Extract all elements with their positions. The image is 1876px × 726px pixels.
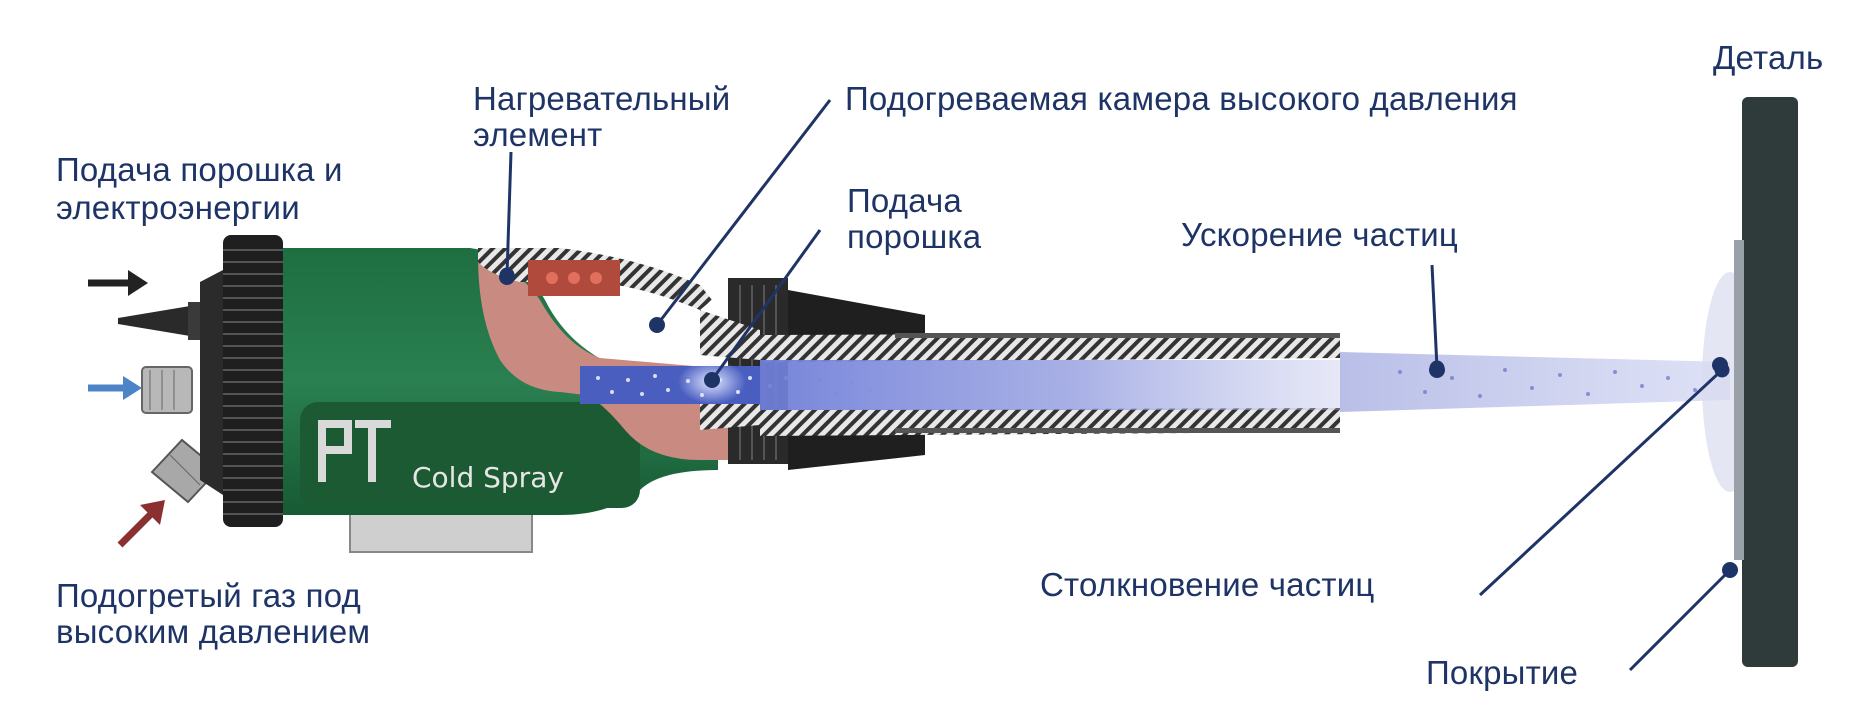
- gas-input-arrow: [117, 500, 165, 548]
- label-powder-feed-line1: Подача: [847, 182, 962, 219]
- power-input-arrow: [88, 270, 148, 296]
- workpiece: [1742, 97, 1798, 667]
- label-particle-collision: Столкновение частиц: [1040, 566, 1375, 603]
- label-heated-chamber: Подогреваемая камера высокого давления: [845, 80, 1518, 117]
- label-heated-gas-line1: Подогретый газ под: [56, 577, 361, 614]
- label-powder-power-feed-line1: Подача порошка и: [56, 151, 343, 188]
- particle-jet: [1340, 352, 1730, 412]
- knurled-end-cap: [200, 235, 283, 527]
- label-powder-feed-line2: порошка: [847, 218, 982, 255]
- leader-dots: [499, 269, 1738, 578]
- leader-lines: [499, 99, 1738, 672]
- collar-hatch-top: [700, 310, 760, 360]
- coating-layer: [1734, 240, 1744, 560]
- pt-logo: [318, 420, 391, 482]
- jet-particles: [1398, 368, 1697, 398]
- nozzle-barrel: [760, 333, 1340, 436]
- brand-name: Cold Spray: [412, 461, 564, 494]
- label-powder-power-feed-line2: электроэнергии: [56, 189, 300, 226]
- label-heating-element-line1: Нагревательный: [473, 80, 731, 117]
- heated-chamber: [478, 255, 740, 460]
- label-particle-acceleration: Ускорение частиц: [1181, 216, 1458, 253]
- label-part: Деталь: [1713, 39, 1824, 76]
- powder-connector: [141, 366, 193, 414]
- label-coating: Покрытие: [1426, 654, 1579, 691]
- label-heated-gas-line2: высоким давлением: [56, 613, 371, 650]
- label-heating-element-line2: элемент: [473, 116, 603, 153]
- heating-element: [528, 260, 620, 296]
- logo-panel: [300, 402, 640, 508]
- powder-input-arrow: [88, 376, 142, 400]
